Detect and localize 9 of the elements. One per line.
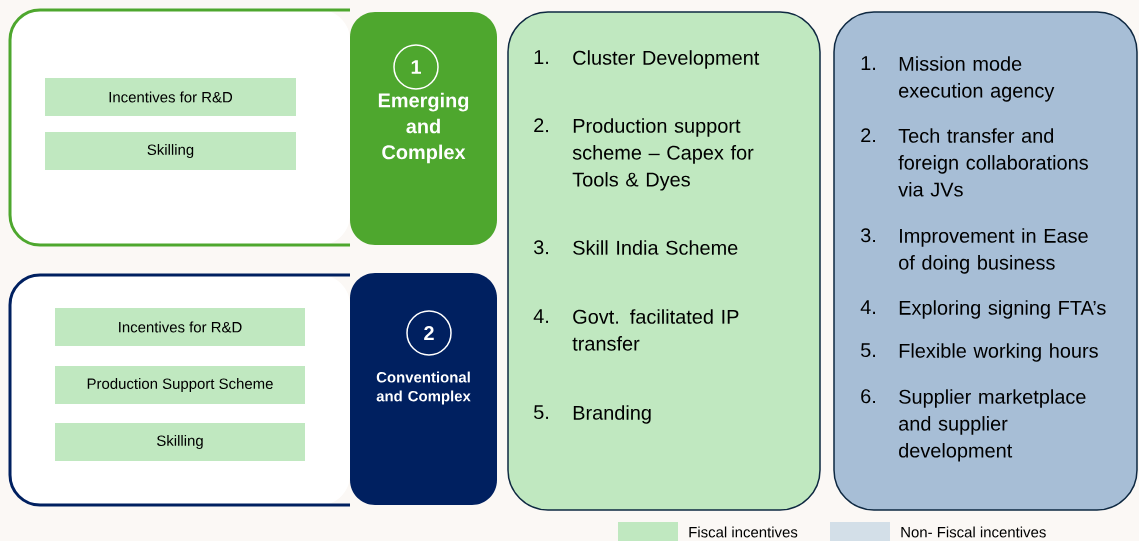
list-panel: 1. Mission mode execution agency 2. Tech transfer and foreign collaborations via JVs 3. Improvement in Ease of doing business 4. Exploring signing FTA’s 5. Flexible working hours 6. Supplier marketplace and supplier development [833, 11, 1138, 511]
list-panel: 1. Cluster Development 2. Production support scheme – Capex for Tools & Dyes 3. Skill India Scheme 4. Govt. facilitated IP transfer 5. Branding [507, 11, 821, 511]
legend-label: Fiscal incentives [689, 526, 798, 538]
legend-label: Non- Fiscal incentives [901, 526, 1046, 538]
label-box: Incentives for R&D [45, 78, 296, 116]
label-box: Skilling [55, 423, 305, 461]
label-box: Skilling [45, 132, 296, 170]
label-box: Incentives for R&D [55, 308, 305, 346]
label-box: Production Support Scheme [55, 366, 305, 404]
